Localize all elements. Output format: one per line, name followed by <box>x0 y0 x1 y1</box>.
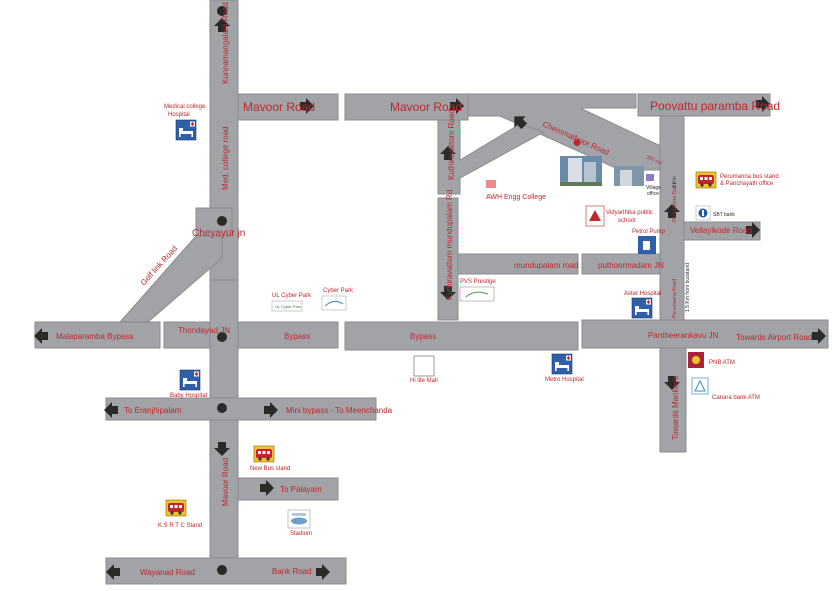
sbt-bank-logo-icon <box>695 205 711 221</box>
road-label-vellayikode: Vellayikode Road <box>690 226 752 235</box>
road-label-mini-bypass: Mini bypass - To Meenchanda <box>286 406 393 415</box>
village-office-building-icon <box>614 166 644 186</box>
place-label-vidyarthika-line2: school <box>618 218 635 224</box>
place-label-new-bus-stand: New Bus stand <box>250 466 290 472</box>
college-icon <box>486 180 496 188</box>
road-label-towards-mankave: Towards Mankave <box>671 375 680 440</box>
pvs-prestige-logo-icon <box>459 286 495 302</box>
location-pin-icon <box>573 139 581 154</box>
place-label-ul-cyber-park: UL Cyber Park <box>272 293 312 299</box>
school-icon <box>585 205 605 227</box>
road-label-towards-airport: Towards Airport Road <box>736 333 812 342</box>
junction-mini-bypass <box>217 403 227 413</box>
apartment-building-icon <box>560 156 602 186</box>
place-label-awh-engg-college: AWH Engg College <box>486 194 546 201</box>
place-label-stadium: Stadium <box>290 531 312 537</box>
malaparamba-bypass-segment <box>34 321 161 349</box>
road-label-bypass-west: Bypass <box>284 332 310 341</box>
canara-bank-logo-icon <box>691 377 709 395</box>
roads-layer <box>34 0 829 585</box>
road-label-mavoor-south: Mavoor Road <box>221 458 230 506</box>
road-label-bank-road: Bank Road <box>272 567 312 576</box>
place-label-medical-college-line1: Medical college <box>164 104 206 110</box>
place-label-baby-hospital: Baby Hospital <box>170 393 207 399</box>
petrol-pump-nozzle-icon <box>643 241 650 250</box>
place-label-sbt-bank: SBT bank <box>713 212 735 218</box>
to-palayam-segment <box>237 477 339 501</box>
airport-road-segment <box>581 319 829 349</box>
hospital-icon <box>175 119 197 141</box>
road-label-wayanad: Wayanad Road <box>140 568 195 577</box>
stadium-icon <box>287 509 311 529</box>
junction-cheyayur <box>217 216 227 226</box>
place-label-petrol-pump: Petrol Pump <box>632 229 666 235</box>
junction-bottom <box>217 565 227 575</box>
thondayad-bypass-segment <box>163 321 339 349</box>
road-label-med-college: Med. college road <box>221 126 230 190</box>
place-label-village-line2: office <box>647 191 659 197</box>
hilite-mall-icon <box>413 355 435 377</box>
kuthiravattom-mundupalam-road-segment <box>437 197 459 321</box>
hospital-icon <box>179 369 201 391</box>
road-label-kuthiravattom: Kuthiravattom Road <box>447 109 456 180</box>
junction-top <box>217 6 227 16</box>
village-office-marker-icon <box>646 174 654 181</box>
place-label-cyber-park: Cyber Park <box>323 288 354 294</box>
landmarks: Medical college Hospital UL Cyber Park U… <box>158 104 779 537</box>
road-label-kunnamangalam: Kunnamangalam Road <box>221 2 230 84</box>
cyber-park-swoosh-icon <box>324 300 344 307</box>
pnb-atm-logo-icon <box>688 352 704 368</box>
place-label-pvs-prestige: PVS Prestige <box>460 279 496 285</box>
pvs-prestige-mark-icon <box>465 291 489 298</box>
place-label-ksrtc-stand: K S R T C Stand <box>158 523 202 529</box>
road-label-thondayad-jn: Thondayad JN <box>178 326 230 335</box>
mavoor-road-west-segment <box>237 93 339 121</box>
road-label-puthoormadam-jn: puthoormadam JN <box>598 261 664 270</box>
road-label-mavoor-west: Mavoor Road <box>243 100 315 114</box>
road-label-bus-stand-distance: 1.5 Km from busstand <box>685 263 691 312</box>
bus-icon <box>253 445 275 463</box>
hospital-icon <box>631 297 653 319</box>
road-label-to-palayam: To Palayam <box>280 485 322 494</box>
road-label-pantheerankavu-jn: Pantheerankavu JN <box>648 331 718 340</box>
kuthiravattom-road-segment <box>437 119 546 195</box>
medical-college-road-segment <box>195 207 233 237</box>
cyber-park-logo-icon <box>321 295 347 311</box>
road-label-poovattu-paramba: Poovattu paramba Road <box>650 99 780 113</box>
ul-cyber-park-logo-text: UL Cyber Park <box>275 304 301 309</box>
place-label-metro-hospital: Metro Hospital <box>545 377 584 383</box>
place-label-hilite-mall: Hi lite Mall <box>410 378 438 384</box>
road-label-bypass-center: Bypass <box>410 332 436 341</box>
place-label-village-line1: Village <box>646 185 661 191</box>
place-label-medical-college-line2: Hospital <box>168 112 190 118</box>
mundupalam-road-segment <box>457 253 579 275</box>
place-label-vidyarthika-line1: Vidyarthika public <box>606 210 653 216</box>
road-label-kuthiravattom-mundupalam: Kuthiravattom mundupalam Rd <box>445 190 454 300</box>
road-label-perumanna-town: Perumanna Town <box>672 183 678 222</box>
vellayikode-road-segment <box>683 221 761 241</box>
bypass-center-segment <box>344 321 579 351</box>
bus-icon <box>165 499 187 517</box>
towards-mankave-segment <box>659 347 687 453</box>
road-label-1-km: 1 Km <box>672 176 678 188</box>
mini-bypass-segment <box>105 397 377 421</box>
road-label-mundupalam: mundupalam road <box>514 261 578 270</box>
road-label-perumanna-road: Perumanna Road <box>672 279 678 318</box>
ul-cyber-park-logo-icon <box>271 300 303 312</box>
place-label-aster-hospital: Aster Hospital <box>624 291 661 297</box>
road-label-to-eranjhipalam: To Eranjhipalam <box>124 406 182 415</box>
place-label-perumanna-bus-stand-line1: Perumanna bus stand <box>720 174 779 180</box>
place-label-canara-bank-atm: Canara bank ATM <box>712 395 760 401</box>
mavoor-road-center-segment <box>344 93 469 121</box>
place-label-perumanna-bus-stand-line2: & Panchayath office <box>720 181 774 187</box>
hospital-icon <box>551 353 573 375</box>
junction-markers <box>217 6 227 575</box>
place-label-pnb-atm: PNB ATM <box>709 360 735 366</box>
junction-thondayad <box>217 332 227 342</box>
road-label-malaparamba-bypass: Malaparamba Bypass <box>56 332 133 341</box>
road-label-cheyayur-jn: Cheyayur jn <box>192 228 245 239</box>
road-label-mavoor-center: Mavoor Road <box>390 100 462 114</box>
bus-icon <box>695 171 717 189</box>
